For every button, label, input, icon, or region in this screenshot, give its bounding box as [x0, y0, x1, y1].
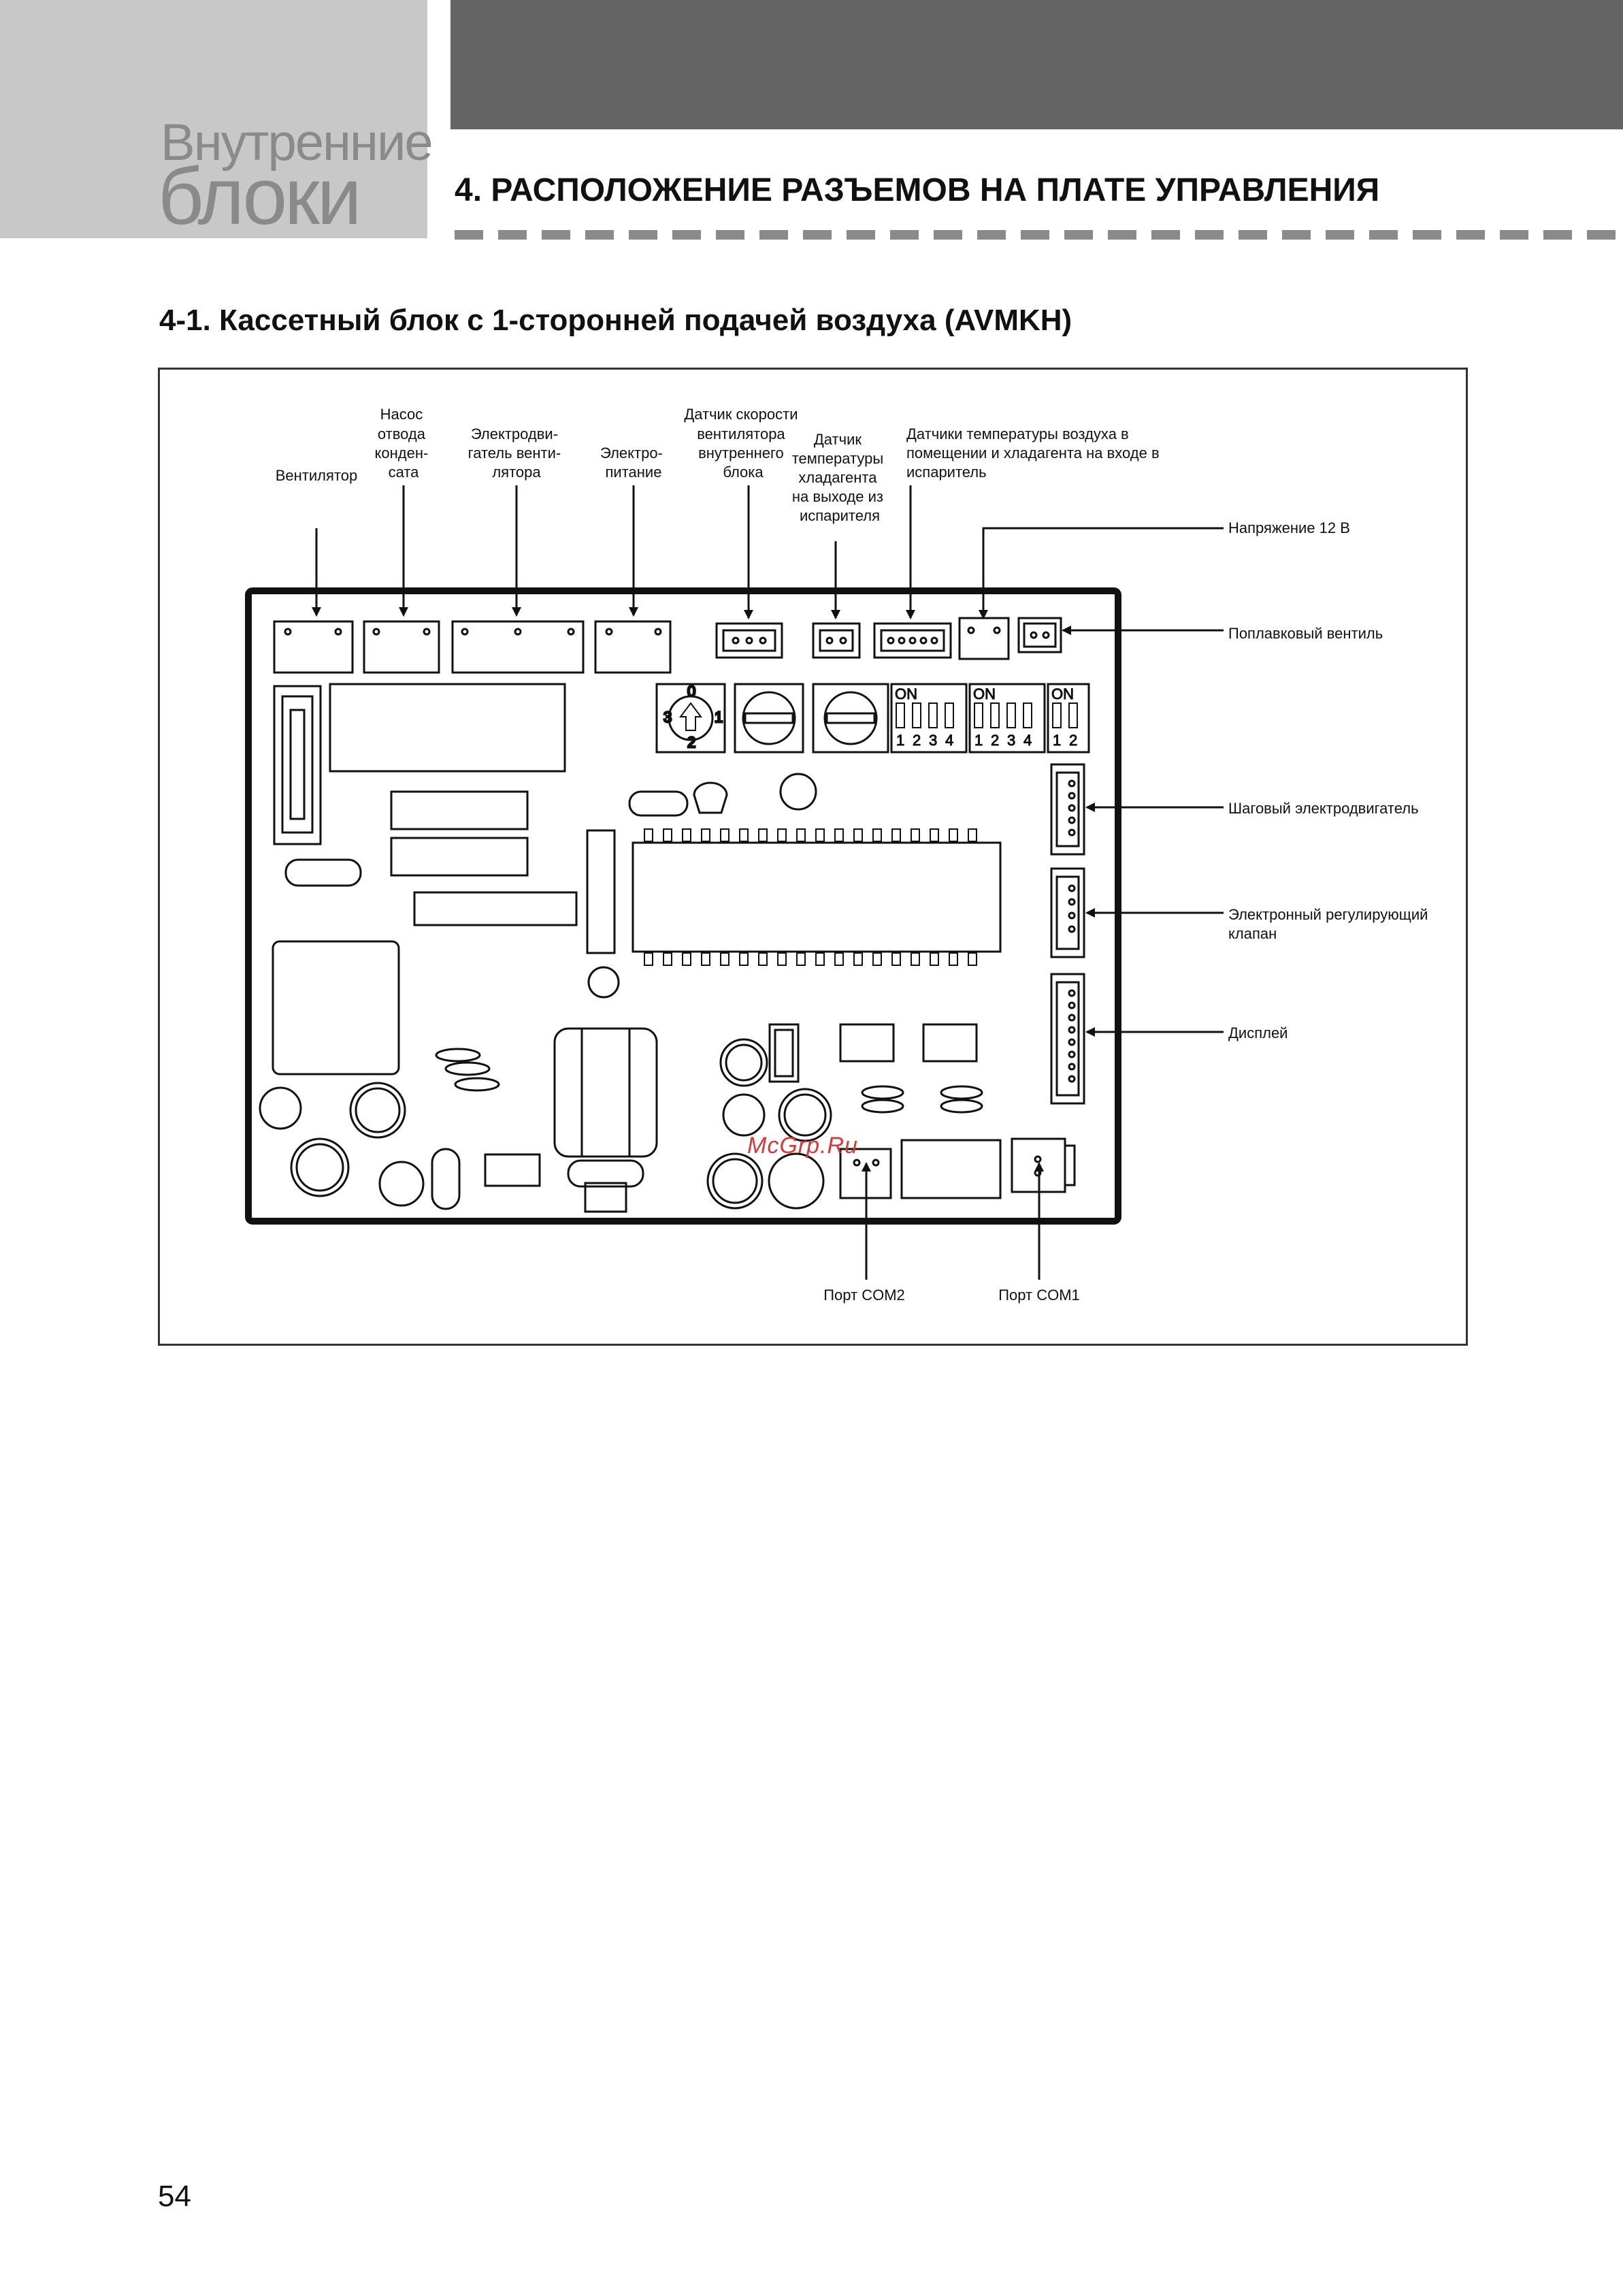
header-dark-band — [450, 0, 1623, 129]
rotary-switches: 0 1 2 3 — [655, 682, 889, 754]
label-com2: Порт COM2 — [823, 1287, 905, 1304]
dip2-on-label: ON — [973, 685, 996, 702]
lower-components — [259, 1023, 1076, 1213]
leader-lines — [312, 485, 1224, 1280]
rotary-digit-3: 3 — [663, 709, 672, 726]
rotary-digit-0: 0 — [687, 683, 695, 700]
dip2-numbers: 1 2 3 4 — [974, 732, 1032, 749]
label-refrigerant-out-sensor: Датчик температуры хладагента на выходе … — [792, 431, 888, 524]
label-fan-motor: Электродви- гатель венти- лятора — [468, 425, 565, 481]
label-voltage-12v: Напряжение 12 В — [1228, 519, 1350, 536]
label-com1: Порт COM1 — [998, 1287, 1080, 1304]
left-components — [272, 683, 620, 1076]
label-air-refrigerant-in-sensors: Датчики температуры воздуха в помещении … — [906, 425, 1164, 481]
dip3-on-label: ON — [1051, 685, 1074, 702]
section-name-line2: блоки — [158, 152, 362, 242]
dip1-numbers: 1 2 3 4 — [896, 732, 953, 749]
label-float-valve: Поплавковый вентиль — [1228, 625, 1383, 642]
rotary-digit-1: 1 — [715, 709, 723, 726]
chapter-title: 4. РАСПОЛОЖЕНИЕ РАЗЪЕМОВ НА ПЛАТЕ УПРАВЛ… — [455, 172, 1380, 208]
pcb-connector-diagram: Вентилятор Насос отвода конден- сата Эле… — [158, 368, 1468, 1346]
label-power: Электро- питание — [600, 444, 667, 481]
subsection-title: 4-1. Кассетный блок с 1-сторонней подаче… — [159, 304, 1072, 337]
top-connectors — [273, 617, 1062, 674]
section-name-line1: Внутренние — [161, 114, 433, 172]
dip1-on-label: ON — [895, 685, 917, 702]
dip-switches — [890, 683, 1090, 754]
label-eev: Электронный регулирующий клапан — [1228, 906, 1432, 942]
microcontroller-chip — [628, 773, 1002, 966]
page-number: 54 — [158, 2180, 191, 2213]
pcb-board: 0 1 2 3 O — [245, 587, 1121, 1225]
rotary-digit-2: 2 — [687, 734, 695, 751]
label-display: Дисплей — [1228, 1024, 1288, 1041]
label-step-motor: Шаговый электродвигатель — [1228, 800, 1419, 817]
label-drain-pump: Насос отвода конден- сата — [375, 406, 433, 481]
label-fan-speed-sensor: Датчик скорости вентилятора внутреннего … — [684, 406, 802, 481]
header-grey-block — [0, 0, 427, 238]
watermark: McGrp.Ru — [747, 1133, 858, 1159]
pcb-diagram-svg: Вентилятор Насос отвода конден- сата Эле… — [245, 406, 1432, 1304]
label-fan: Вентилятор — [276, 467, 357, 484]
right-connectors — [1050, 763, 1085, 1105]
dashed-divider — [455, 230, 1620, 240]
dip3-numbers: 1 2 — [1053, 732, 1077, 749]
